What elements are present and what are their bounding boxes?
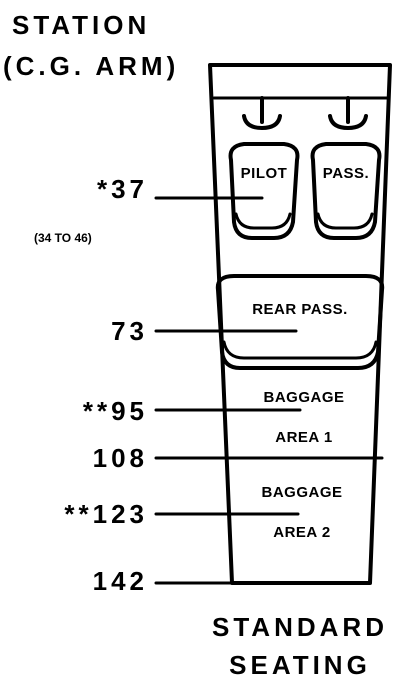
baggage-area-1-label-line1: BAGGAGE	[263, 389, 344, 406]
station-label-142: 142	[93, 566, 148, 596]
baggage-area-2-label-line2: AREA 2	[273, 524, 330, 541]
station-label-123: **123	[64, 499, 148, 529]
station-label-37: *37	[97, 174, 148, 204]
baggage-area-1-label-line2: AREA 1	[275, 429, 332, 446]
station-range-37: (34 TO 46)	[34, 231, 92, 245]
rear-passenger-seat: REAR PASS.	[215, 274, 385, 370]
footer-standard: STANDARD	[212, 612, 388, 642]
station-label-108: 108	[93, 443, 148, 473]
station-label-73: 73	[111, 316, 148, 346]
passenger-seat-label: PASS.	[323, 165, 369, 182]
baggage-area-2-label-line1: BAGGAGE	[261, 484, 342, 501]
rear-passenger-seat-label: REAR PASS.	[252, 301, 348, 318]
pilot-seat-label: PILOT	[241, 165, 288, 182]
passenger-seat: PASS.	[310, 142, 382, 240]
passenger-control-yoke	[328, 96, 368, 130]
header-cg-arm: (C.G. ARM)	[3, 51, 179, 81]
station-label-95: **95	[83, 396, 148, 426]
header-station: STATION	[12, 10, 150, 40]
footer-seating: SEATING	[229, 650, 371, 680]
pilot-control-yoke	[242, 96, 282, 130]
pilot-seat: PILOT	[228, 142, 300, 240]
